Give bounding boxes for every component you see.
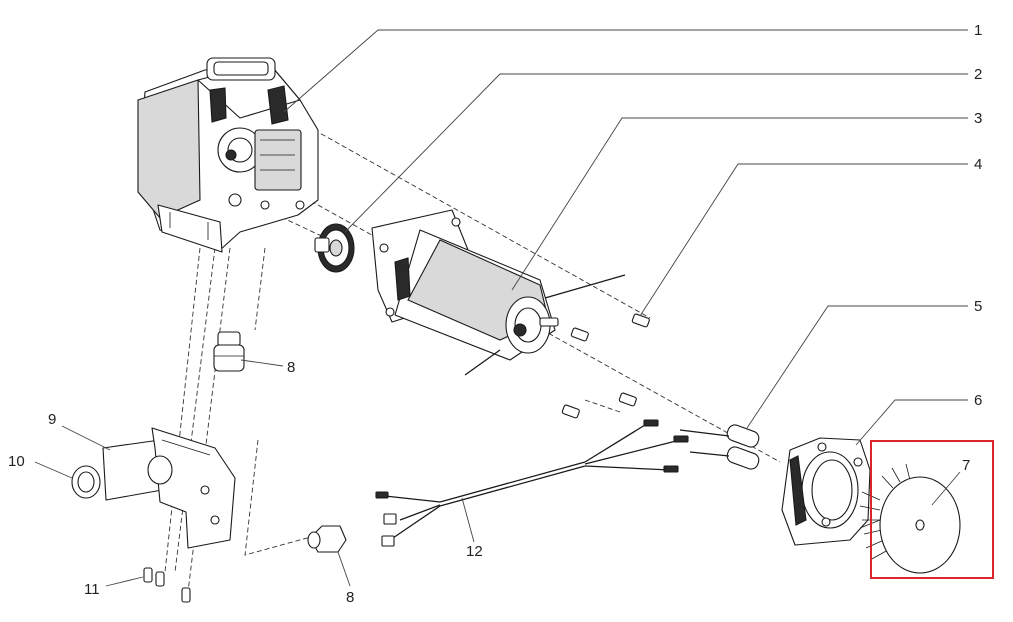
electric-motor [371,209,626,376]
callout-5: 5 [974,298,982,315]
callout-labels: 1 2 3 4 5 6 7 8 8 9 10 11 12 [8,22,982,606]
bracket-bolts [143,567,191,603]
callout-10: 10 [8,453,25,470]
callout-1: 1 [974,22,982,39]
drive-gear [314,223,355,273]
callout-2: 2 [974,66,982,83]
mounting-bracket [102,427,236,549]
callout-11: 11 [84,581,100,598]
cable-gland-lower [307,525,347,553]
cooling-fan [859,463,961,574]
callout-8-lower: 8 [346,589,354,606]
capacitors [679,424,760,470]
gearbox-housing [137,57,319,253]
callout-3: 3 [974,110,982,127]
highlight-box-part-7 [870,440,994,579]
callout-9: 9 [48,411,56,428]
motor-screws [561,313,650,419]
callout-7: 7 [962,457,970,474]
callout-8-upper: 8 [287,359,295,376]
callout-4: 4 [974,156,982,173]
sealing-ring [71,465,101,499]
leader-lines [34,29,968,587]
callout-6: 6 [974,392,982,409]
cable-gland-upper [213,331,245,372]
callout-12: 12 [466,543,483,560]
end-plate [781,437,871,546]
wiring-harness [375,419,689,547]
